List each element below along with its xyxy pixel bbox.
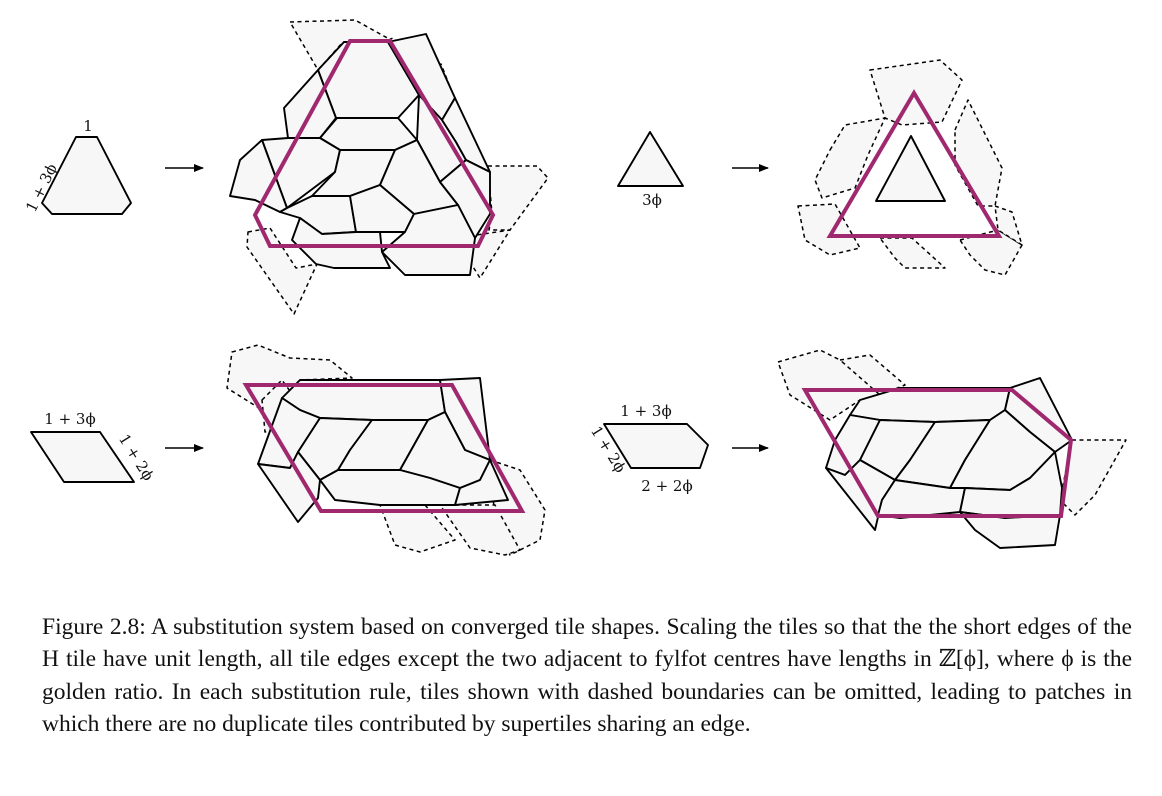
pentagon-top-edge-label: 1 + 3ϕ (620, 402, 671, 420)
triangle-source-tile (617, 131, 684, 187)
triangle-edge-label: 3ϕ (642, 191, 662, 209)
figure-caption-label: Figure 2.8: (42, 614, 146, 640)
hexagon-solid-tiles (229, 33, 491, 276)
pentagon-rule: 1 + 3ϕ 1 + 2ϕ 2 + 2ϕ (587, 349, 1127, 549)
triangle-rule: 3ϕ (617, 59, 1023, 276)
pentagon-supertile-outline (801, 388, 1074, 518)
figure-caption: Figure 2.8: A substitution system based … (42, 611, 1132, 741)
pentagon-solid-tiles (825, 377, 1073, 549)
hexagon-rule: 1 1 + 3ϕ (22, 19, 549, 315)
rhombus-source-tile (30, 431, 135, 483)
substitution-figure: 1 1 + 3ϕ (22, 19, 1127, 556)
rhombus-supertile-outline (242, 383, 526, 513)
rhombus-rule: 1 + 3ϕ 1 + 2ϕ (30, 344, 546, 556)
figure-caption-text: A substitution system based on converged… (42, 614, 1132, 738)
hexagon-source-tile (41, 136, 132, 215)
hexagon-short-edge-label: 1 (83, 117, 93, 135)
rhombus-solid-tiles (257, 377, 509, 523)
triangle-solid-tiles (875, 135, 946, 202)
triangle-supertile-outline (826, 89, 1003, 238)
rhombus-top-edge-label: 1 + 3ϕ (44, 410, 95, 428)
pentagon-source-tile (603, 423, 709, 469)
rhombus-dashed-tiles (226, 344, 546, 556)
hexagon-supertile-outline (252, 39, 496, 248)
pentagon-bottom-edge-label: 2 + 2ϕ (641, 477, 692, 495)
